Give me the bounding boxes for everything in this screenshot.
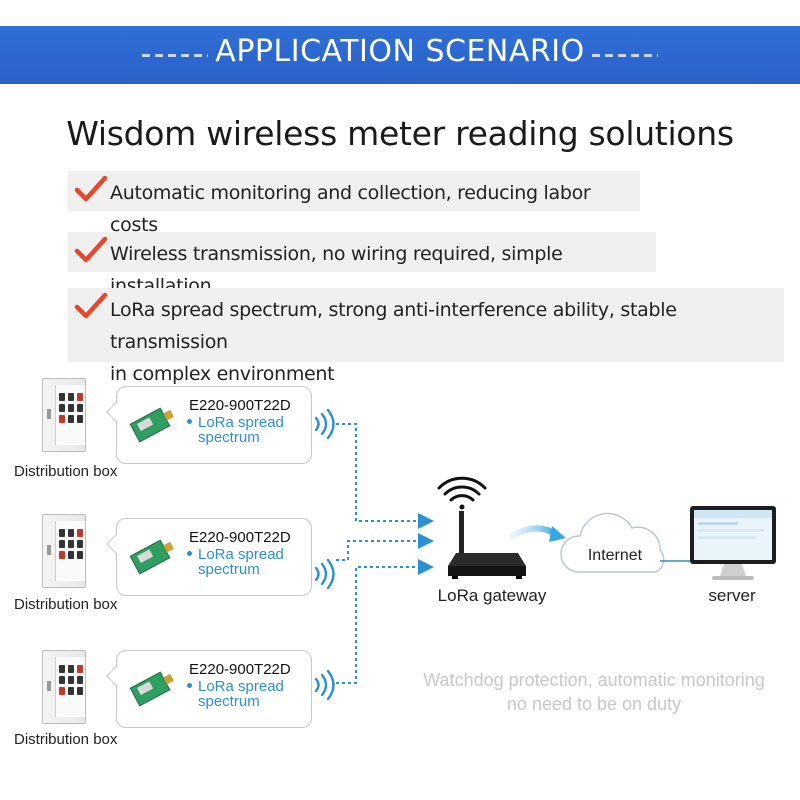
check-icon	[74, 236, 108, 263]
link-line-1	[336, 423, 434, 529]
monitor-icon	[690, 506, 776, 580]
module-desc: LoRa spread spectrum	[187, 547, 307, 577]
wifi-icon	[437, 476, 487, 510]
distribution-box-icon	[42, 514, 86, 588]
router-icon	[448, 511, 526, 579]
feature-item-1: Automatic monitoring and collection, red…	[68, 171, 640, 236]
lora-module-icon	[129, 671, 174, 707]
module-model: E220-900T22D	[189, 529, 291, 546]
feature-text: LoRa spread spectrum, strong anti-interf…	[110, 294, 784, 390]
signal-waves-icon	[314, 669, 335, 701]
module-model: E220-900T22D	[189, 397, 291, 414]
box-label: Distribution box	[14, 463, 118, 480]
page-title: Wisdom wireless meter reading solutions	[66, 114, 734, 153]
watchdog-line-1: Watchdog protection, automatic monitorin…	[423, 670, 765, 690]
module-card: E220-900T22D LoRa spread spectrum	[106, 386, 312, 464]
box-label: Distribution box	[14, 731, 118, 748]
feature-item-3: LoRa spread spectrum, strong anti-interf…	[68, 288, 784, 385]
cloud-label: Internet	[587, 547, 643, 564]
distribution-box-icon	[42, 650, 86, 724]
header-banner: APPLICATION SCENARIO	[0, 26, 800, 104]
watchdog-note: Watchdog protection, automatic monitorin…	[396, 668, 792, 716]
cloud-icon	[560, 512, 665, 573]
banner-title: APPLICATION SCENARIO	[215, 34, 585, 69]
link-line-2	[336, 533, 434, 561]
check-icon	[74, 175, 108, 202]
feature-text-line-2: in complex environment	[110, 363, 335, 385]
module-desc: LoRa spread spectrum	[187, 415, 307, 445]
gateway-label: LoRa gateway	[437, 586, 547, 605]
bullet-icon	[187, 682, 192, 688]
watchdog-line-2: no need to be on duty	[506, 694, 682, 714]
check-icon	[74, 292, 108, 319]
feature-text: Automatic monitoring and collection, red…	[110, 182, 591, 236]
distribution-box-icon	[42, 378, 86, 452]
signal-waves-icon	[314, 558, 335, 590]
module-card: E220-900T22D LoRa spread spectrum	[106, 650, 312, 728]
box-label: Distribution box	[14, 596, 118, 613]
link-line-3	[336, 559, 434, 684]
feature-text-line-1: LoRa spread spectrum, strong anti-interf…	[110, 299, 677, 353]
banner-dash-left	[142, 54, 208, 57]
banner-dash-right	[592, 54, 658, 57]
bullet-icon	[187, 418, 192, 424]
server-label: server	[708, 586, 756, 605]
signal-waves-icon	[314, 408, 335, 440]
module-model: E220-900T22D	[189, 661, 291, 678]
lora-module-icon	[129, 539, 174, 575]
lora-module-icon	[129, 407, 174, 443]
bullet-icon	[187, 550, 192, 556]
module-desc: LoRa spread spectrum	[187, 679, 307, 709]
uplink-arrow-icon	[509, 525, 566, 542]
module-card: E220-900T22D LoRa spread spectrum	[106, 518, 312, 596]
caret-down-icon	[402, 98, 412, 104]
